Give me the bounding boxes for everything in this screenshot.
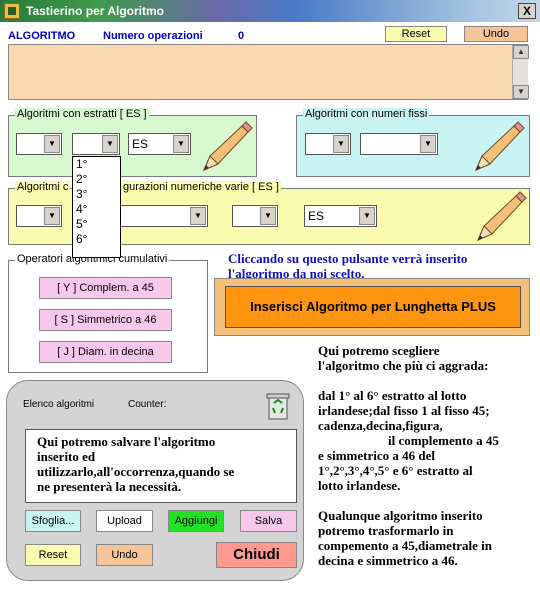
title-bar: Tastierino per Algoritmo X (0, 0, 540, 22)
sfoglia-button[interactable]: Sfoglia... (25, 510, 81, 532)
estratti-combo-2[interactable]: ▼ (72, 133, 120, 155)
recycle-bin-icon[interactable] (263, 389, 293, 421)
desc-p1-1: Qui potremo scegliere (318, 343, 440, 358)
chevron-down-icon: ▼ (359, 207, 375, 225)
desc-p1-2: l'algoritmo che più ci aggrada: (318, 358, 489, 373)
chevron-down-icon: ▼ (173, 135, 189, 153)
salva-button[interactable]: Salva (240, 510, 297, 532)
aggiungi-button[interactable]: Aggiungi (168, 510, 224, 532)
pencil-icon[interactable] (472, 190, 528, 246)
fissi-combo-2[interactable]: ▼ (360, 133, 438, 155)
close-button[interactable]: X (518, 3, 536, 19)
memo-line-3: utilizzarlo,all'occorrenza,quando se (37, 464, 235, 479)
reset-top-button[interactable]: Reset (385, 26, 447, 42)
chevron-down-icon: ▼ (333, 135, 349, 153)
chiudi-button[interactable]: Chiudi (216, 542, 297, 568)
counter-label: Counter: (128, 399, 167, 410)
desc-p3-4: decina e simmetrico a 46. (318, 553, 458, 568)
varie-combo-2[interactable]: ▼ (120, 205, 208, 227)
dropdown-item[interactable]: 1° (76, 157, 88, 171)
memo-line-1: Qui potremo salvare l'algoritmo (37, 434, 216, 449)
desc-p2-2: irlandese;dal fisso 1 al fisso 45; (318, 403, 490, 418)
algorithm-list-panel: Elenco algoritmi Counter: Qui potremo sa… (6, 380, 304, 581)
group-varie-label-left: Algoritmi c (15, 181, 71, 193)
group-estratti-label: Algoritmi con estratti [ ES ] (15, 108, 149, 120)
diam-decina-button[interactable]: [ J ] Diam. in decina (39, 341, 172, 363)
pencil-icon[interactable] (198, 120, 254, 176)
desc-p3-1: Qualunque algoritmo inserito (318, 508, 483, 523)
desc-p3-3: compemento a 45,diametrale in (318, 538, 493, 553)
varie-combo-3[interactable]: ▼ (232, 205, 278, 227)
info-line-1: Cliccando su questo pulsante verrà inser… (228, 251, 468, 266)
chevron-down-icon: ▼ (260, 207, 276, 225)
reset-button[interactable]: Reset (25, 544, 81, 566)
simmetrico-46-button[interactable]: [ S ] Simmetrico a 46 (39, 309, 172, 331)
desc-p2-5: e simmetrico a 46 del (318, 448, 435, 463)
chevron-down-icon: ▼ (190, 207, 206, 225)
desc-p2-7: lotto irlandese. (318, 478, 401, 493)
desc-p2-4: il complemento a 45 (388, 433, 499, 448)
group-varie-label-right: gurazioni numeriche varie [ ES ] (121, 181, 281, 193)
insert-algorithm-button[interactable]: Inserisci Algoritmo per Lunghetta PLUS (225, 286, 521, 328)
memo-line-4: ne presenterà la necessità. (37, 479, 182, 494)
estratti-combo-3[interactable]: ES ▼ (128, 133, 191, 155)
memo-textbox[interactable]: Qui potremo salvare l'algoritmo inserito… (25, 429, 297, 503)
chevron-down-icon: ▼ (102, 135, 118, 153)
upload-button[interactable]: Upload (96, 510, 153, 532)
memo-line-2: inserito ed (37, 449, 96, 464)
textarea-scrollbar[interactable]: ▲ ▼ (512, 45, 529, 99)
dropdown-item[interactable]: 4° (76, 202, 88, 216)
scroll-up-icon[interactable]: ▲ (513, 45, 529, 59)
chevron-down-icon: ▼ (44, 207, 60, 225)
chevron-down-icon: ▼ (420, 135, 436, 153)
dropdown-item[interactable]: 6° (76, 232, 88, 246)
algorithm-textarea[interactable] (8, 44, 528, 100)
dropdown-item[interactable]: 5° (76, 217, 88, 231)
ops-label: Numero operazioni (103, 30, 203, 42)
dropdown-item[interactable]: 3° (76, 187, 88, 201)
position-dropdown-list[interactable]: 1° 2° 3° 4° 5° 6° (72, 156, 121, 258)
undo-top-button[interactable]: Undo (464, 26, 528, 42)
info-line-2: l'algoritmo da noi scelto. (228, 266, 365, 281)
chevron-down-icon: ▼ (44, 135, 60, 153)
group-fissi-label: Algoritmi con numeri fissi (303, 108, 430, 120)
dropdown-item[interactable]: 2° (76, 172, 88, 186)
window-title: Tastierino per Algoritmo (26, 4, 165, 18)
insert-algorithm-frame: Inserisci Algoritmo per Lunghetta PLUS (214, 278, 530, 336)
desc-p2-3: cadenza,decina,figura, (318, 418, 443, 433)
app-icon (4, 3, 20, 19)
pencil-icon[interactable] (470, 120, 526, 176)
complemento-45-button[interactable]: [ Y ] Complem. a 45 (39, 277, 172, 299)
varie-combo-1[interactable]: ▼ (16, 205, 62, 227)
fissi-combo-1[interactable]: ▼ (305, 133, 351, 155)
varie-combo-4[interactable]: ES ▼ (304, 205, 377, 227)
elenco-label: Elenco algoritmi (23, 399, 95, 410)
desc-p3-2: potremo trasformarlo in (318, 523, 454, 538)
desc-p2-1: dal 1° al 6° estratto al lotto (318, 388, 467, 403)
scroll-down-icon[interactable]: ▼ (513, 85, 529, 99)
ops-count: 0 (238, 30, 245, 42)
combo-value: ES (132, 137, 149, 151)
algoritmo-label: ALGORITMO (8, 30, 76, 42)
undo-button[interactable]: Undo (96, 544, 153, 566)
combo-value: ES (308, 209, 325, 223)
group-operatori-label: Operatori algoritmici cumulativi (15, 253, 170, 265)
estratti-combo-1[interactable]: ▼ (16, 133, 62, 155)
desc-p2-6: 1°,2°,3°,4°,5° e 6° estratto al (318, 463, 473, 478)
